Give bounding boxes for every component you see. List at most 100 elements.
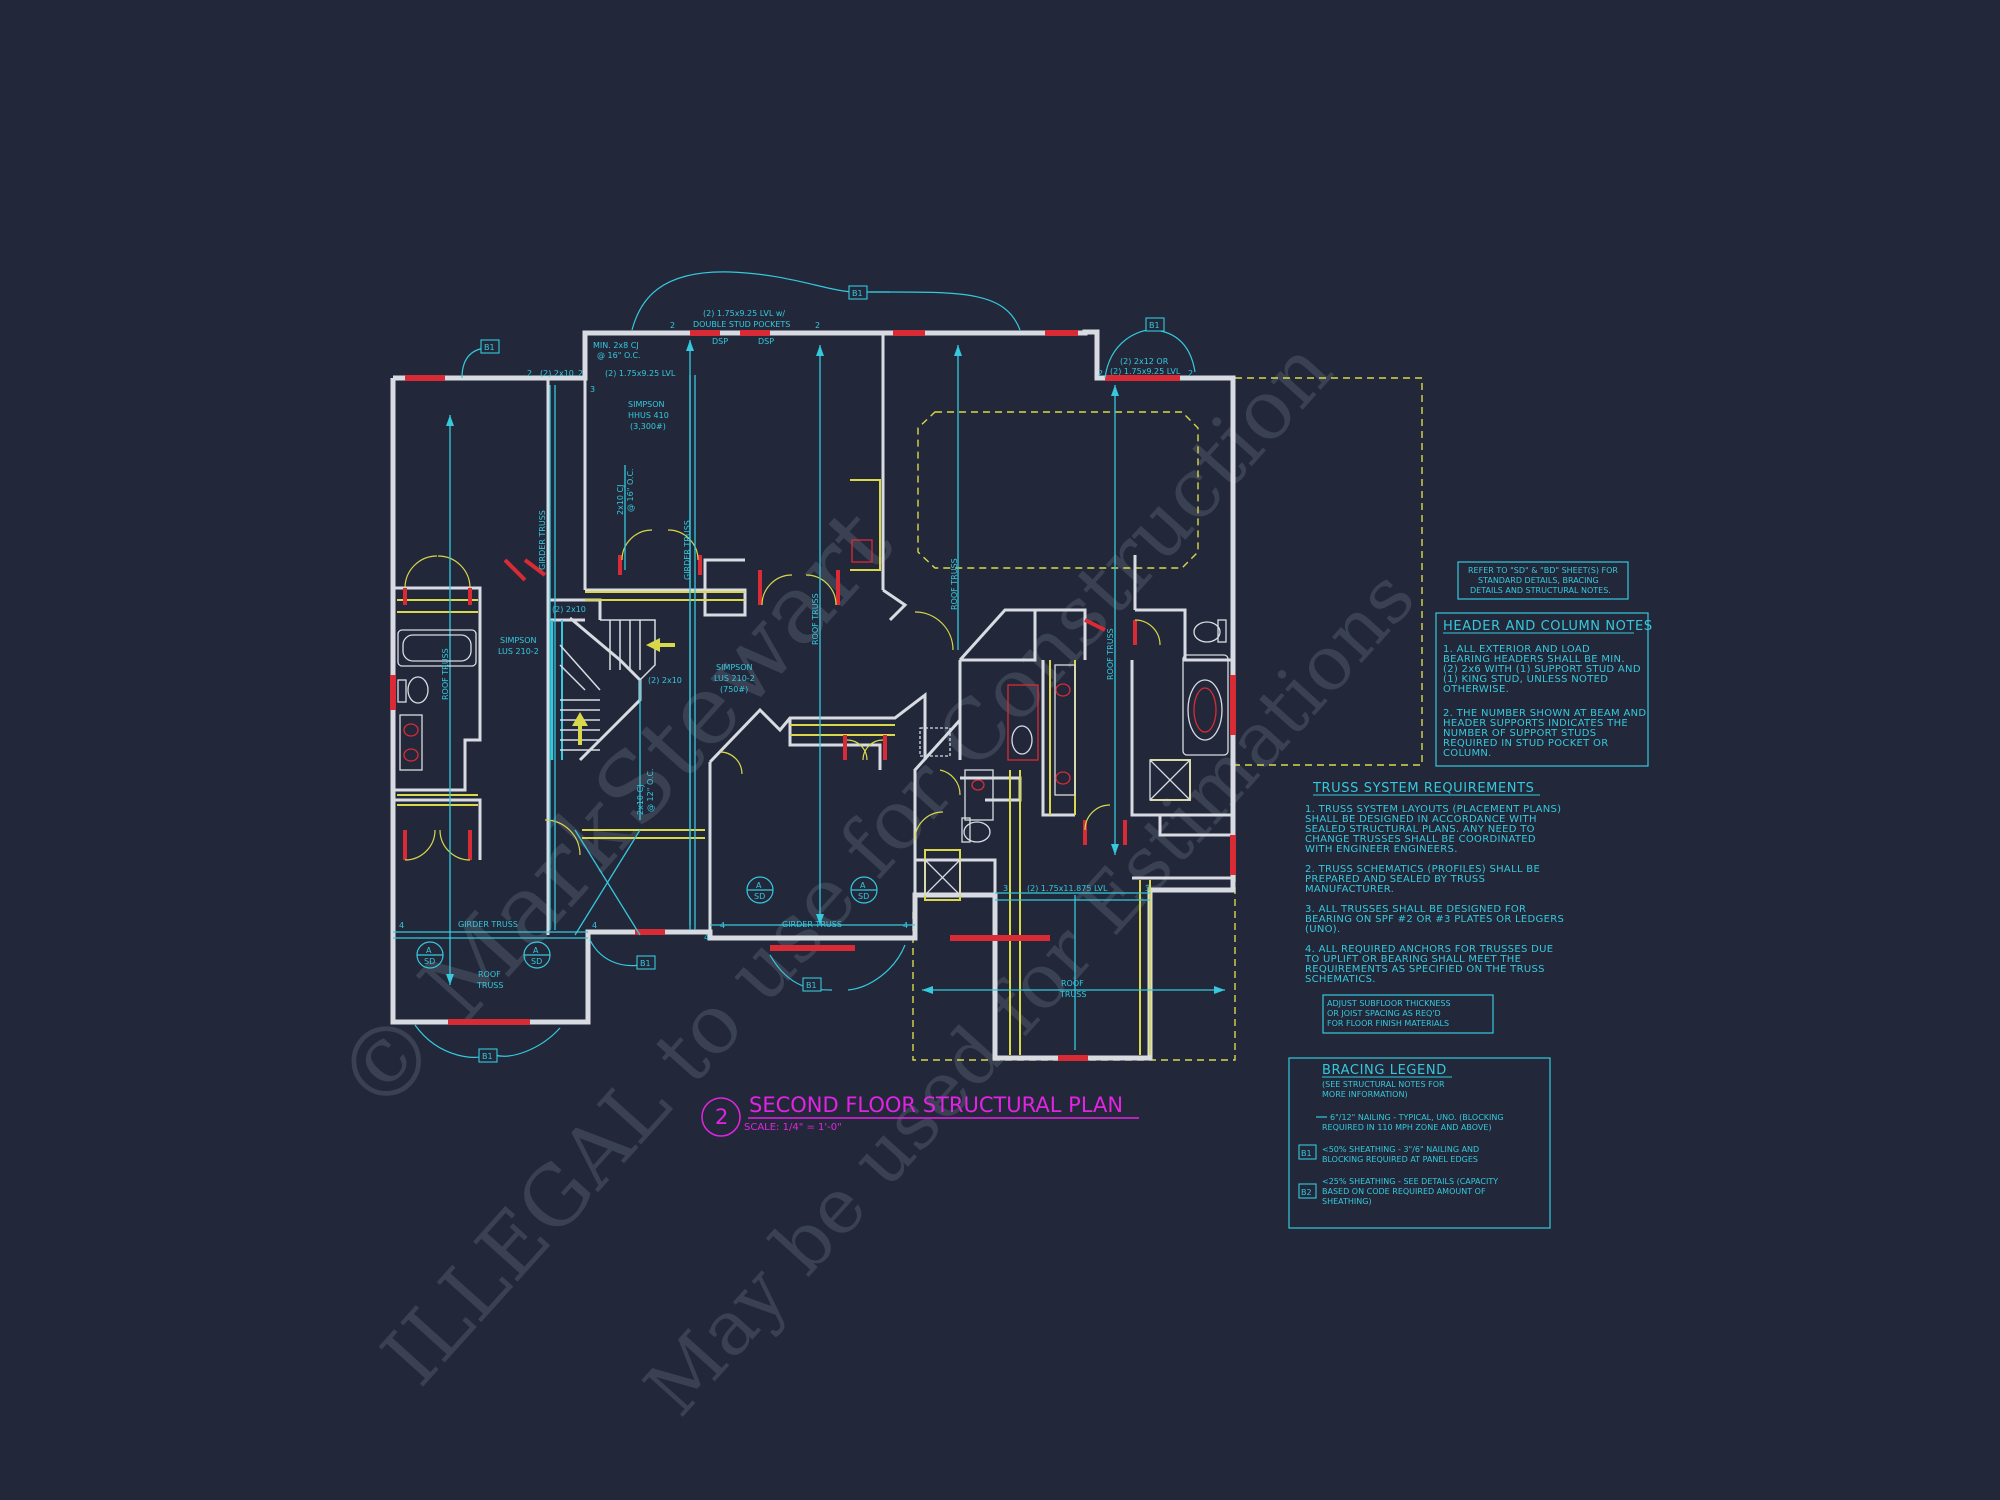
b2-legend-tag-box <box>1298 1183 1317 1199</box>
header-note-line: REQUIRED IN STUD POCKET OR <box>1443 738 1608 749</box>
svg-text:3: 3 <box>1145 884 1150 893</box>
header-note-line: OTHERWISE. <box>1443 684 1509 695</box>
bracing-b2-line-3: SHEATHING) <box>1322 1197 1372 1206</box>
header-note-line: BEARING HEADERS SHALL BE MIN. <box>1443 654 1625 665</box>
simpson-lus-left-2: LUS 210-2 <box>498 647 539 656</box>
header-note-line: (2) 2x6 WITH (1) SUPPORT STUD AND <box>1443 664 1641 675</box>
tag-a-2: A <box>533 946 539 955</box>
simpson-hhus-label-2: HHUS 410 <box>628 411 669 420</box>
b1-callout-2: B1 <box>852 289 863 298</box>
header-2x10-b: (2) 2x10 <box>648 676 682 685</box>
subfloor-note: ADJUST SUBFLOOR THICKNESS OR JOIST SPACI… <box>1322 994 1494 1034</box>
bracing-legend: BRACING LEGEND (SEE STRUCTURAL NOTES FOR… <box>1288 1057 1551 1229</box>
header-note-line: 2. THE NUMBER SHOWN AT BEAM AND <box>1443 708 1646 719</box>
svg-text:2: 2 <box>815 321 820 330</box>
door-swings <box>404 529 1161 861</box>
truss-note-line: 1. TRUSS SYSTEM LAYOUTS (PLACEMENT PLANS… <box>1305 804 1561 815</box>
truss-note-line: 4. ALL REQUIRED ANCHORS FOR TRUSSES DUE <box>1305 944 1553 955</box>
beam-annotations: (2) 1.75x9.25 LVL w/ DOUBLE STUD POCKETS… <box>441 309 1181 999</box>
bearing-wall-marks <box>397 479 1191 1055</box>
plan-title-block: 2 SECOND FLOOR STRUCTURAL PLAN SCALE: 1/… <box>701 1093 1139 1137</box>
tag-sd-3: SD <box>754 892 765 901</box>
truss-note-line: SEALED STRUCTURAL PLANS. ANY NEED TO <box>1305 824 1535 835</box>
lvl-right-label: (2) 1.75x11.875 LVL <box>1027 884 1108 893</box>
svg-text:2: 2 <box>1188 369 1193 378</box>
simpson-lus-mid: SIMPSON <box>716 663 753 672</box>
truss-note-line: REQUIREMENTS AS SPECIFIED ON THE TRUSS <box>1305 964 1545 975</box>
roof-truss-right: ROOF TRUSS <box>950 558 959 610</box>
window-openings <box>390 330 1236 1061</box>
bracing-b2-line-1: <25% SHEATHING - SEE DETAILS (CAPACITY <box>1322 1177 1498 1186</box>
simpson-lus-left: SIMPSON <box>500 636 537 645</box>
header-note-line: HEADER SUPPORTS INDICATES THE <box>1443 718 1628 729</box>
svg-text:4: 4 <box>592 921 597 930</box>
header-note-line: NUMBER OF SUPPORT STUDS <box>1443 728 1596 739</box>
header-2x10: (2) 2x10 <box>540 369 574 378</box>
roof-label-right: ROOF <box>1061 979 1084 988</box>
header-note-line: (1) KING STUD, UNLESS NOTED <box>1443 674 1608 685</box>
bracing-sub-1: (SEE STRUCTURAL NOTES FOR <box>1322 1080 1445 1089</box>
truss-note-line: SHALL BE DESIGNED IN ACCORDANCE WITH <box>1305 814 1537 825</box>
truss-note-line: BEARING ON SPF #2 OR #3 PLATES OR LEDGER… <box>1305 914 1564 925</box>
truss-note-line: (UNO). <box>1305 924 1340 935</box>
plan-number: 2 <box>715 1105 728 1129</box>
svg-text:2: 2 <box>670 321 675 330</box>
min-cj-label-2: @ 16" O.C. <box>597 351 641 360</box>
stair-arrows <box>572 638 675 745</box>
header-notes-title: HEADER AND COLUMN NOTES <box>1443 619 1653 634</box>
dsp-right: DSP <box>758 337 774 346</box>
bracing-b1-line-2: BLOCKING REQUIRED AT PANEL EDGES <box>1322 1155 1478 1164</box>
truss-note-line: CHANGE TRUSSES SHALL BE COORDINATED <box>1305 834 1536 845</box>
truss-note-line: WITH ENGINEER ENGINEERS. <box>1305 844 1458 855</box>
header-note-line: 1. ALL EXTERIOR AND LOAD <box>1443 644 1590 655</box>
refer-line-3: DETAILS AND STRUCTURAL NOTES. <box>1470 586 1611 595</box>
truss-label-left: TRUSS <box>476 981 503 990</box>
truss-note-line: MANUFACTURER. <box>1305 884 1394 895</box>
b2-legend-tag: B2 <box>1301 1188 1312 1197</box>
bracing-b1-line-1: <50% SHEATHING - 3"/6" NAILING AND <box>1322 1145 1479 1154</box>
refer-line-2: STANDARD DETAILS, BRACING <box>1478 576 1599 585</box>
truss-notes-title: TRUSS SYSTEM REQUIREMENTS <box>1312 781 1535 796</box>
roof-truss-left: ROOF TRUSS <box>441 648 450 700</box>
b1-callout-6: B1 <box>806 981 817 990</box>
svg-text:2: 2 <box>578 369 583 378</box>
truss-note-line: 2. TRUSS SCHEMATICS (PROFILES) SHALL BE <box>1305 864 1540 875</box>
simpson-hhus-label: SIMPSON <box>628 400 665 409</box>
b1-legend-tag-box <box>1298 1144 1317 1160</box>
simpson-lus-mid-2: LUS 210-2 <box>714 674 755 683</box>
door-jambs <box>403 555 1137 860</box>
tag-sd-1: SD <box>424 957 435 966</box>
b1-callout-5: B1 <box>640 959 651 968</box>
cj-12-label-2: @ 12" O.C. <box>646 768 655 812</box>
bracing-typical-line-1: 6"/12" NAILING - TYPICAL, UNO. (BLOCKING <box>1330 1113 1504 1122</box>
girder-truss-bottom-left: GIRDER TRUSS <box>458 920 518 929</box>
truss-note-line: 3. ALL TRUSSES SHALL BE DESIGNED FOR <box>1305 904 1526 915</box>
girder-truss-bottom-mid: GIRDER TRUSS <box>782 920 842 929</box>
girder-truss-left: GIRDER TRUSS <box>538 510 547 570</box>
detail-tag-text: A SD A SD A SD A SD <box>424 881 869 966</box>
b1-callout-1: B1 <box>484 343 495 352</box>
bracing-sub-2: MORE INFORMATION) <box>1322 1090 1408 1099</box>
cj-16-label: 2x10 CJ <box>616 485 625 516</box>
svg-text:4: 4 <box>720 921 725 930</box>
dashed-outlines <box>912 377 1423 1061</box>
right-header-label: (2) 2x12 OR <box>1120 357 1169 366</box>
tag-a-3: A <box>756 881 762 890</box>
bracing-b2-line-2: BASED ON CODE REQUIRED AMOUNT OF <box>1322 1187 1486 1196</box>
simpson-lus-mid-3: (750#) <box>720 685 748 694</box>
right-header-label-2: (2) 1.75x9.25 LVL <box>1110 367 1181 376</box>
roof-truss-mid: ROOF TRUSS <box>811 593 820 645</box>
b1-callout-3: B1 <box>1149 321 1160 330</box>
girder-truss-mid: GIRDER TRUSS <box>683 520 692 580</box>
bracing-callouts: B1 B1 B1 B1 B1 B1 <box>478 285 1165 1063</box>
truss-note-line: TO UPLIFT OR BEARING SHALL MEET THE <box>1304 954 1521 965</box>
roof-truss-far-right: ROOF TRUSS <box>1106 628 1115 680</box>
header-note-line: COLUMN. <box>1443 748 1492 759</box>
cj-12-label: 2x10 CJ <box>636 785 645 816</box>
tag-a-4: A <box>860 881 866 890</box>
truss-note-line: SCHEMATICS. <box>1305 974 1376 985</box>
tag-sd-4: SD <box>858 892 869 901</box>
refer-note: REFER TO "SD" & "BD" SHEET(S) FOR STANDA… <box>1457 561 1629 600</box>
cj-16-label-2: @ 16" O.C. <box>626 468 635 512</box>
svg-text:2: 2 <box>527 369 532 378</box>
